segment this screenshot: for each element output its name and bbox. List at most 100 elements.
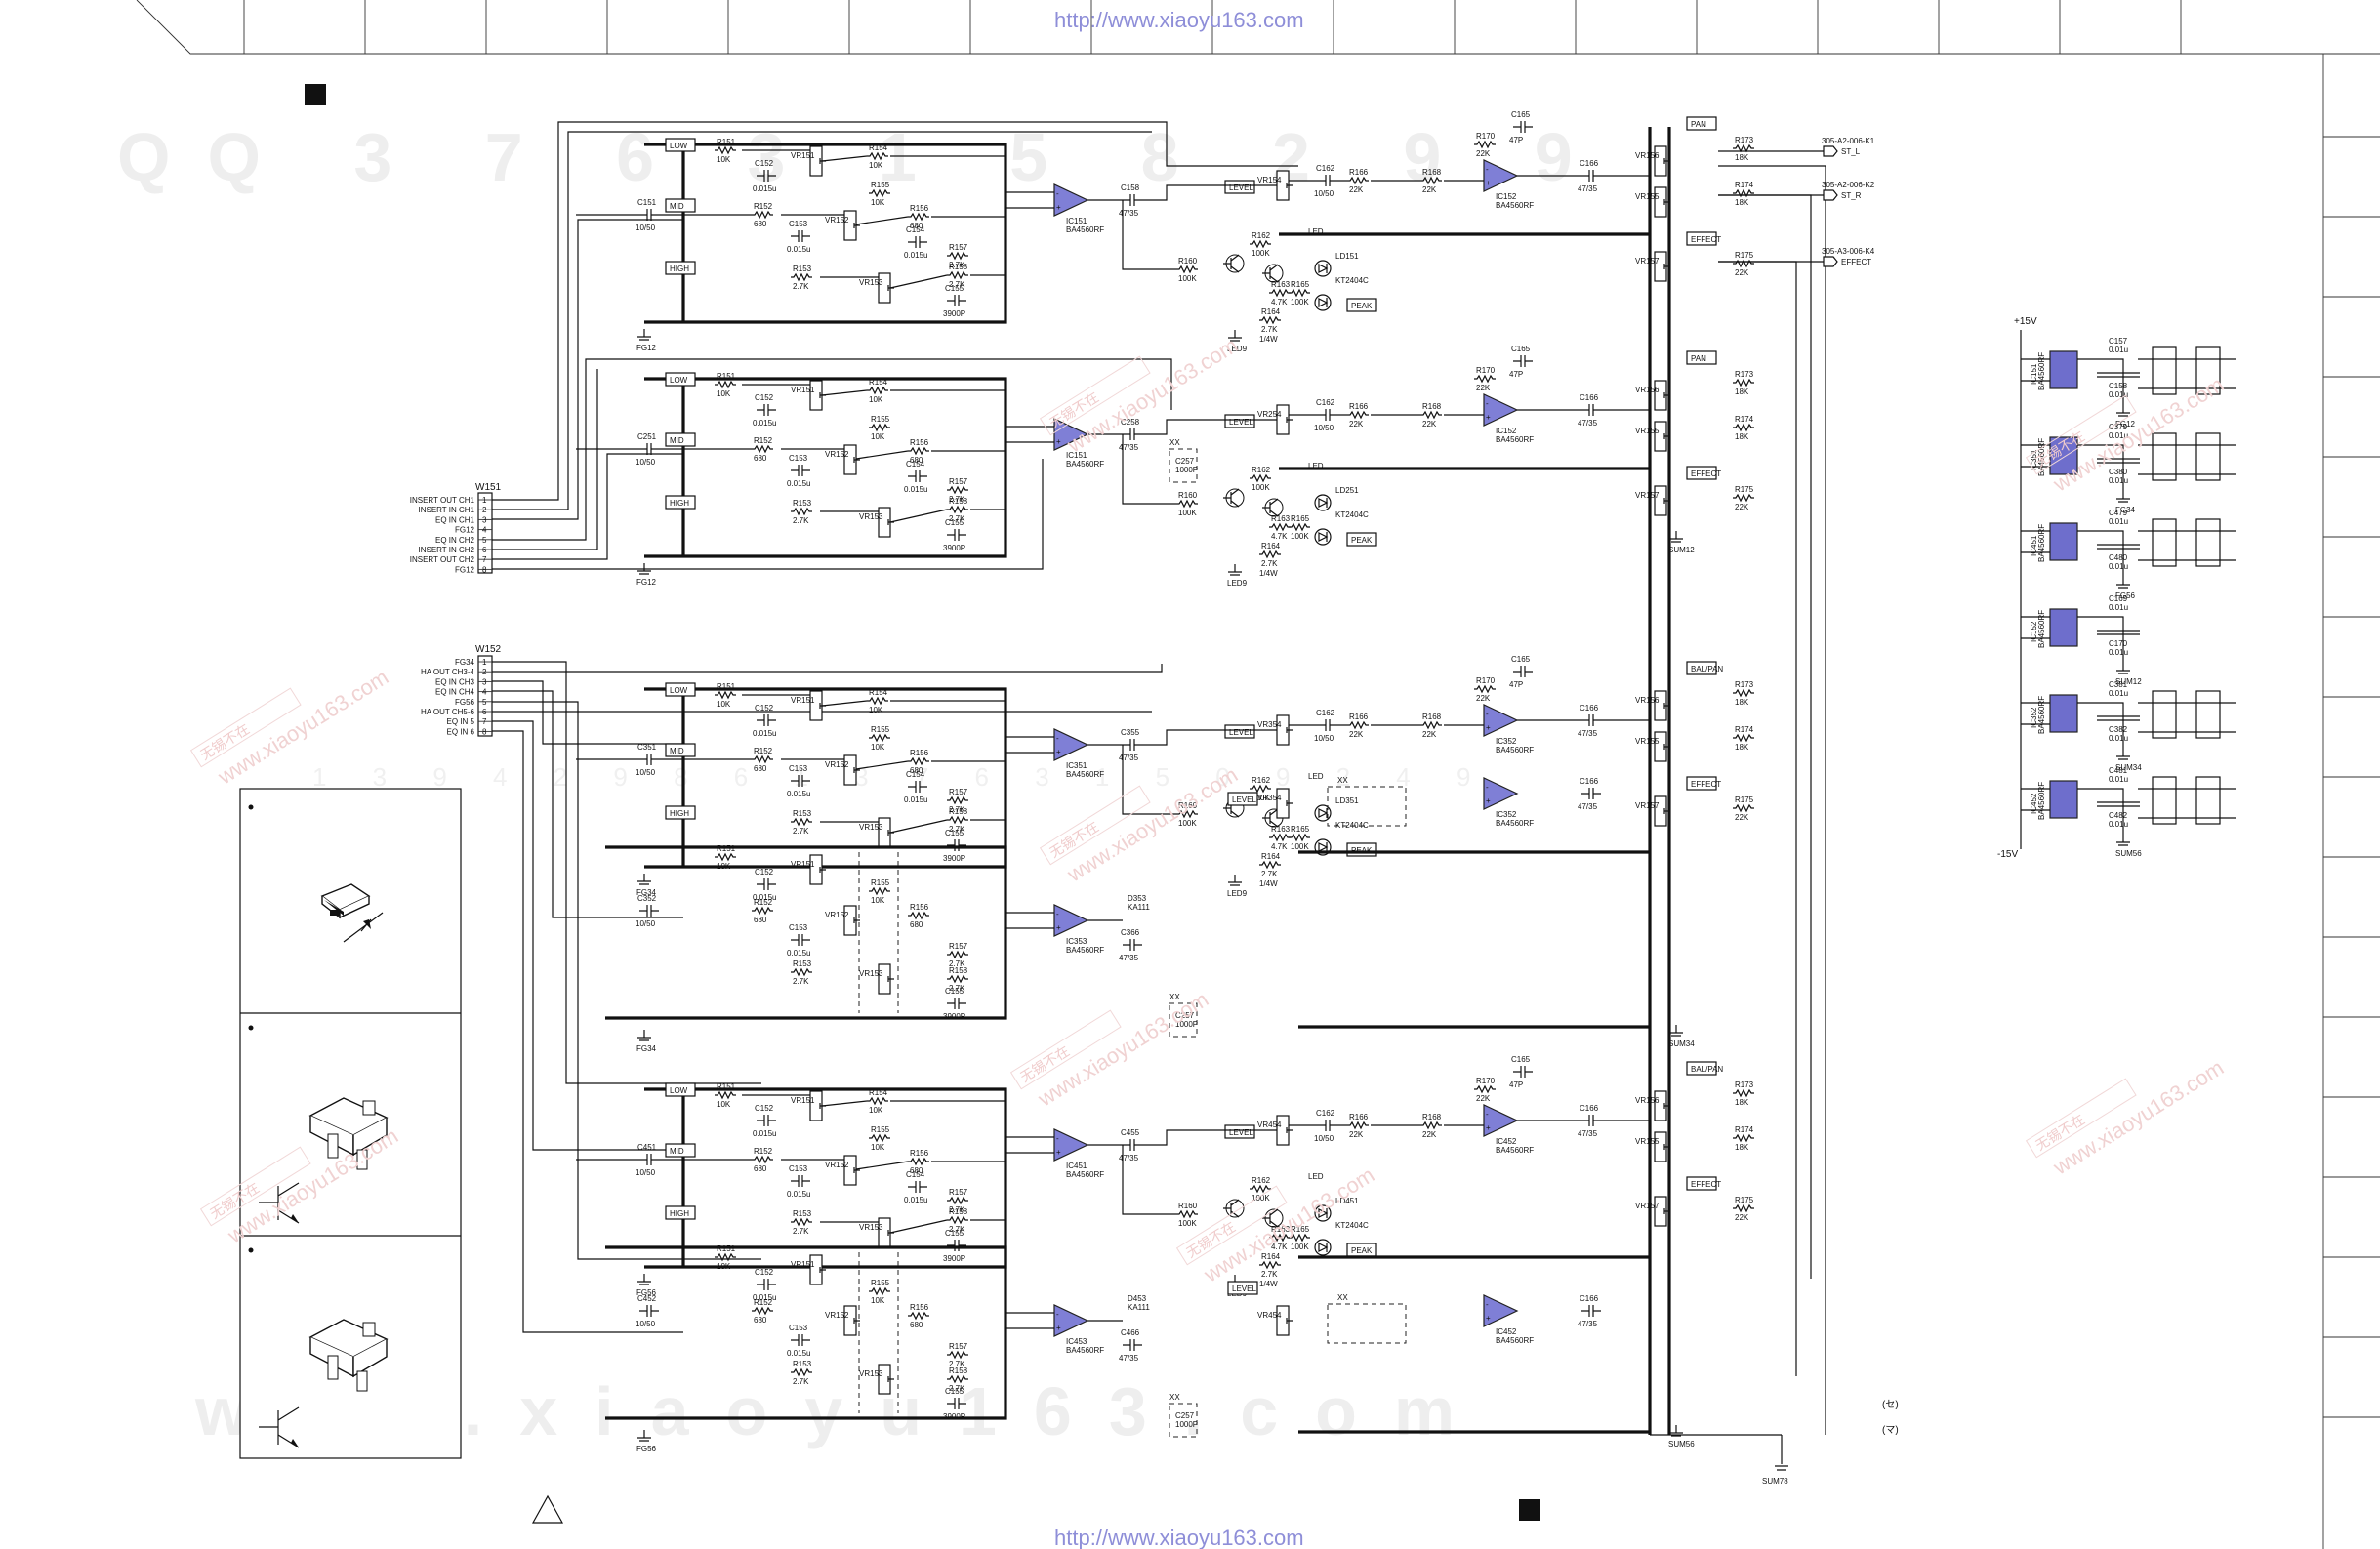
op-amp-part: BA4560RF (1496, 1146, 1534, 1155)
wire (1733, 1203, 1754, 1213)
op-amp-ref: IC452 (1496, 1327, 1517, 1336)
resistor-ref: R163 (1271, 514, 1291, 523)
jumper-mark: XX (1169, 1393, 1180, 1402)
resistor-value: 680 (754, 454, 767, 463)
potentiometer-ref: VR153 (859, 969, 883, 978)
potentiometer-ref: VR153 (859, 512, 883, 521)
footer-url[interactable]: http://www.xiaoyu163.com (1054, 1526, 1304, 1549)
pan-label[interactable]: PAN (1686, 350, 1717, 365)
op-amp-minus: - (1486, 1300, 1489, 1309)
potentiometer[interactable]: VR157 (1635, 485, 1670, 516)
potentiometer[interactable]: VR454 (1257, 1305, 1293, 1336)
eq-mid-label-box (665, 743, 696, 757)
potentiometer[interactable]: VR354 (1257, 714, 1293, 746)
potentiometer[interactable]: VR155 (1635, 1131, 1670, 1162)
eq-mid-label[interactable]: MID (665, 1143, 696, 1158)
wire (715, 852, 736, 862)
level-label[interactable]: LEVEL (1227, 1281, 1258, 1295)
eq-low-label[interactable]: LOW (665, 1082, 696, 1097)
potentiometer[interactable]: VR151 (791, 145, 826, 177)
potentiometer[interactable]: VR156 (1635, 145, 1670, 177)
capacitor-ref: C158 (1121, 183, 1140, 192)
potentiometer[interactable]: VR152 (825, 210, 860, 241)
potentiometer[interactable]: VR153 (859, 1364, 894, 1395)
capacitor-ref: C166 (1580, 704, 1599, 713)
potentiometer[interactable]: VR151 (791, 1254, 826, 1285)
effect-label[interactable]: EFFECT (1686, 466, 1721, 480)
potentiometer[interactable]: VR152 (825, 1305, 860, 1336)
effect-label[interactable]: EFFECT (1686, 776, 1721, 791)
eq-high-label[interactable]: HIGH (665, 261, 696, 275)
potentiometer[interactable]: VR151 (791, 854, 826, 885)
eq-high-label[interactable]: HIGH (665, 495, 696, 510)
potentiometer[interactable]: VR155 (1635, 731, 1670, 762)
potentiometer[interactable]: VR152 (825, 905, 860, 936)
level-label[interactable]: LEVEL (1224, 180, 1255, 194)
peak-label[interactable]: PEAK (1346, 842, 1377, 857)
output-arrow-icon (1823, 145, 1838, 157)
potentiometer[interactable]: VR157 (1635, 1196, 1670, 1227)
peak-label[interactable]: PEAK (1346, 298, 1377, 312)
eq-high-label[interactable]: HIGH (665, 1205, 696, 1220)
eq-high-label[interactable]: HIGH (665, 805, 696, 820)
potentiometer[interactable]: VR155 (1635, 421, 1670, 452)
power-plus-label: +15V (2014, 316, 2037, 327)
level-label[interactable]: LEVEL (1227, 792, 1258, 806)
potentiometer[interactable]: VR153 (859, 963, 894, 995)
potentiometer[interactable]: VR152 (825, 1155, 860, 1186)
effect-label[interactable]: EFFECT (1686, 1176, 1721, 1191)
eq-low-label[interactable]: LOW (665, 682, 696, 697)
eq-mid-label[interactable]: MID (665, 198, 696, 213)
resistor-value: 10K (717, 389, 731, 398)
resistor-ref: R165 (1291, 514, 1310, 523)
level-label[interactable]: LEVEL (1224, 724, 1255, 739)
wire (2021, 358, 2124, 405)
potentiometer[interactable]: VR157 (1635, 795, 1670, 827)
peak-label[interactable]: PEAK (1346, 532, 1377, 547)
header-url[interactable]: http://www.xiaoyu163.com (1054, 8, 1304, 32)
potentiometer[interactable]: VR152 (825, 754, 860, 786)
potentiometer[interactable]: VR152 (825, 444, 860, 475)
potentiometer[interactable]: VR157 (1635, 251, 1670, 282)
wire (2138, 444, 2236, 475)
capacitor-ref: C155 (945, 518, 964, 527)
level-label[interactable]: LEVEL (1224, 1124, 1255, 1139)
capacitor-ref: C166 (1580, 1294, 1599, 1303)
jumper-cap-region (1169, 1403, 1198, 1438)
jumper-mark: XX (1169, 438, 1180, 447)
ground-sum78: SUM78 (1762, 1477, 1788, 1486)
peak-label[interactable]: PEAK (1346, 1243, 1377, 1257)
potentiometer[interactable]: VR156 (1635, 690, 1670, 721)
pan-label[interactable]: BAL/PAN (1686, 661, 1723, 675)
eq-mid-label[interactable]: MID (665, 743, 696, 757)
potentiometer[interactable]: VR156 (1635, 1090, 1670, 1121)
ground-label: FG34 (636, 1044, 657, 1053)
pan-label[interactable]: BAL/PAN (1686, 1061, 1723, 1076)
level-label[interactable]: LEVEL (1224, 414, 1255, 428)
potentiometer[interactable]: VR153 (859, 1217, 894, 1248)
potentiometer[interactable]: VR454 (1257, 1115, 1293, 1146)
eq-low-label[interactable]: LOW (665, 138, 696, 152)
eq-mid-label[interactable]: MID (665, 432, 696, 447)
potentiometer[interactable]: VR354 (1257, 788, 1293, 819)
capacitor-ref: C166 (1580, 777, 1599, 786)
effect-label[interactable]: EFFECT (1686, 231, 1721, 246)
potentiometer[interactable]: VR156 (1635, 380, 1670, 411)
potentiometer[interactable]: VR154 (1257, 170, 1293, 201)
pan-label[interactable]: PAN (1686, 116, 1717, 131)
potentiometer[interactable]: VR155 (1635, 186, 1670, 218)
eq-low-label[interactable]: LOW (665, 372, 696, 387)
